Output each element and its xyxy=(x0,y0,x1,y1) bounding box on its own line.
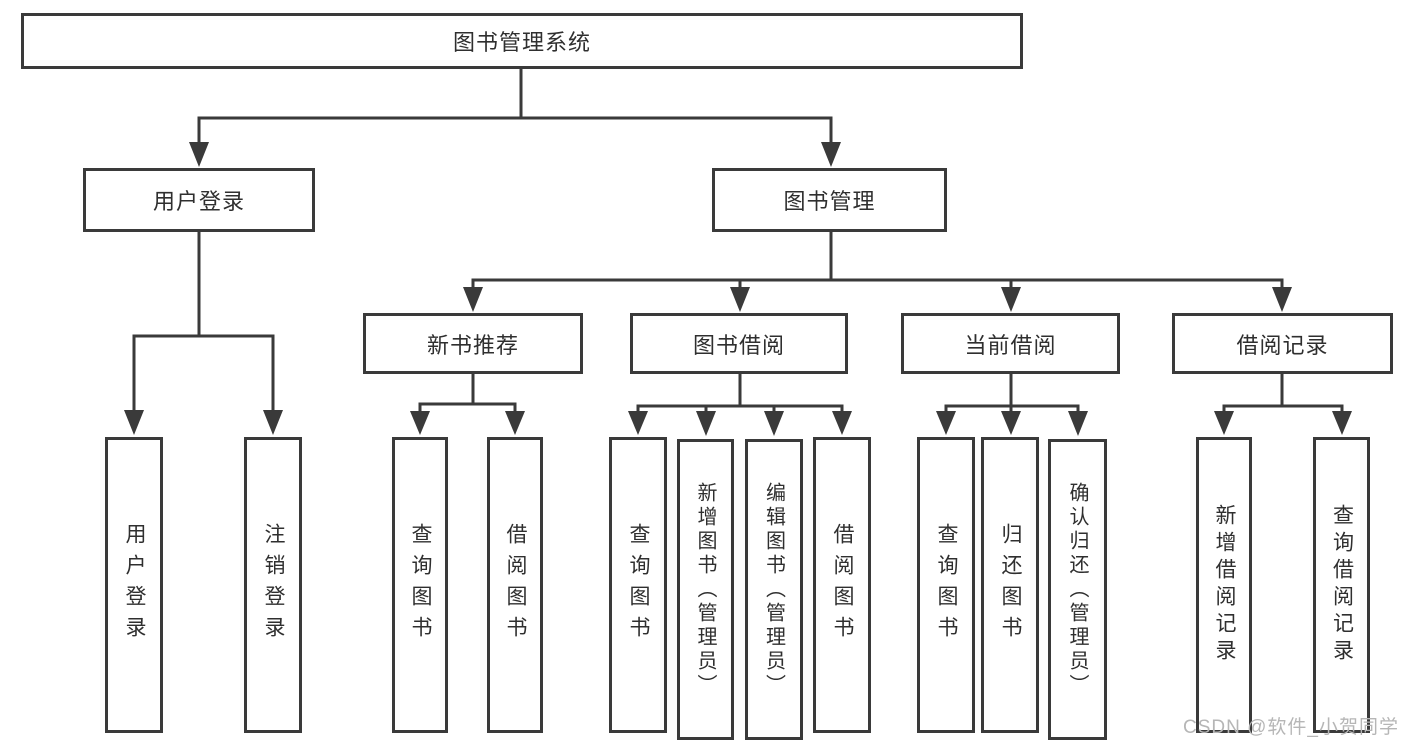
leaf-br-add-record-label: 新增借阅记录 xyxy=(1213,504,1236,666)
node-book-borrow-label: 图书借阅 xyxy=(692,332,785,358)
leaf-bb-borrow-books-label: 借阅图书 xyxy=(831,523,854,647)
leaf-bb-add-books-admin-label: 新增图书（管理员） xyxy=(694,481,716,698)
node-root: 图书管理系统 xyxy=(21,13,1023,69)
node-root-label: 图书管理系统 xyxy=(452,30,591,55)
leaf-cb-return-books-label: 归还图书 xyxy=(999,523,1022,647)
leaf-nb-borrow-books: 借阅图书 xyxy=(487,437,543,733)
node-book-management: 图书管理 xyxy=(712,168,947,232)
leaf-br-add-record: 新增借阅记录 xyxy=(1196,437,1252,733)
csdn-watermark: CSDN @软件_小贺同学 xyxy=(1183,717,1399,738)
node-book-management-label: 图书管理 xyxy=(783,189,876,214)
leaf-nb-borrow-books-label: 借阅图书 xyxy=(504,523,527,647)
leaf-logout-label: 注销登录 xyxy=(262,523,285,647)
node-current-borrow: 当前借阅 xyxy=(901,313,1120,374)
node-new-book-recommend: 新书推荐 xyxy=(363,313,583,374)
leaf-bb-edit-books-admin: 编辑图书（管理员） xyxy=(745,439,803,740)
leaf-nb-query-books-label: 查询图书 xyxy=(409,523,432,647)
node-borrow-records: 借阅记录 xyxy=(1172,313,1393,374)
node-book-borrow: 图书借阅 xyxy=(630,313,848,374)
leaf-bb-borrow-books: 借阅图书 xyxy=(813,437,871,733)
node-user-login: 用户登录 xyxy=(83,168,315,232)
leaf-cb-query-books: 查询图书 xyxy=(917,437,975,733)
leaf-cb-confirm-return-admin-label: 确认归还（管理员） xyxy=(1066,481,1088,698)
leaf-cb-query-books-label: 查询图书 xyxy=(935,523,958,647)
node-current-borrow-label: 当前借阅 xyxy=(964,332,1057,358)
node-new-book-recommend-label: 新书推荐 xyxy=(426,332,519,358)
leaf-bb-query-books: 查询图书 xyxy=(609,437,667,733)
leaf-bb-edit-books-admin-label: 编辑图书（管理员） xyxy=(762,481,785,698)
leaf-bb-add-books-admin: 新增图书（管理员） xyxy=(677,439,734,740)
leaf-cb-return-books: 归还图书 xyxy=(981,437,1039,733)
leaf-logout: 注销登录 xyxy=(244,437,302,733)
leaf-br-query-record-label: 查询借阅记录 xyxy=(1330,504,1354,666)
leaf-user-login: 用户登录 xyxy=(105,437,163,733)
leaf-bb-query-books-label: 查询图书 xyxy=(627,523,650,647)
node-borrow-records-label: 借阅记录 xyxy=(1236,332,1329,358)
leaf-nb-query-books: 查询图书 xyxy=(392,437,448,733)
node-user-login-label: 用户登录 xyxy=(152,189,245,214)
leaf-user-login-label: 用户登录 xyxy=(123,523,146,647)
leaf-cb-confirm-return-admin: 确认归还（管理员） xyxy=(1048,439,1107,740)
leaf-br-query-record: 查询借阅记录 xyxy=(1313,437,1370,733)
